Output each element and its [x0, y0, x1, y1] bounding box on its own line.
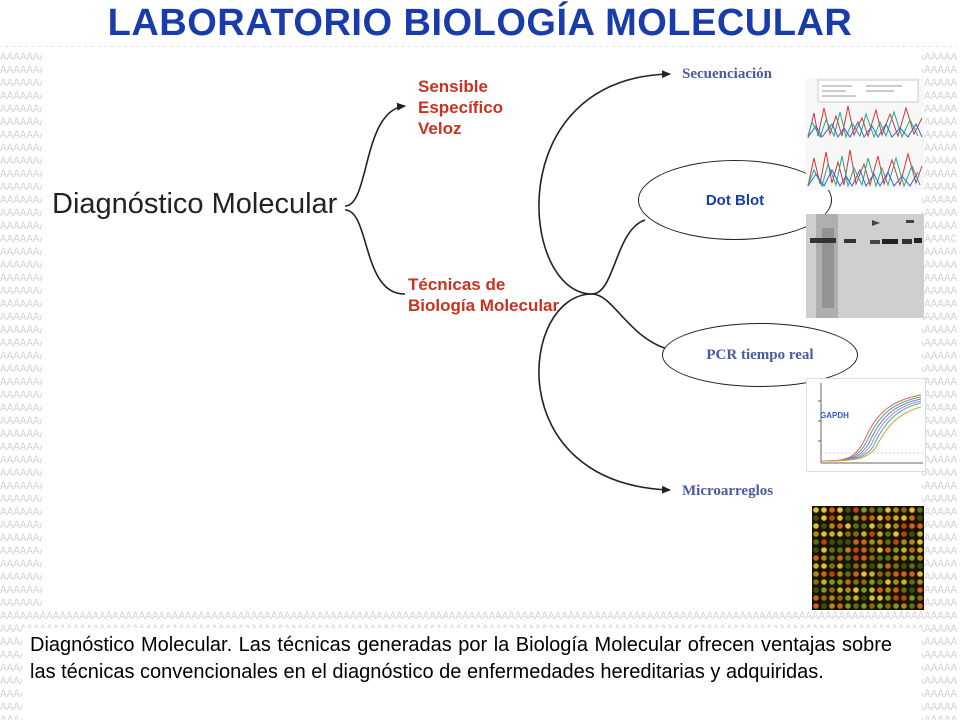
technique-pcr-tiempo-real: PCR tiempo real — [706, 346, 814, 363]
microarray-image — [812, 506, 924, 610]
advantage-veloz: Veloz — [418, 119, 462, 138]
caption-text: Diagnóstico Molecular. Las técnicas gene… — [30, 634, 892, 683]
technique-dot-blot: Dot Blot — [705, 191, 765, 209]
pcr-plot-gapdh-label: GAPDH — [820, 411, 849, 420]
pcr-oval: PCR tiempo real — [662, 323, 858, 387]
techniques-node-line1: Técnicas de — [408, 275, 506, 294]
connector-root-techniques — [344, 209, 406, 295]
techniques-node-line2: Biología Molecular — [408, 296, 560, 315]
advantage-especifico: Específico — [418, 98, 504, 117]
header: LABORATORIO BIOLOGÍA MOLECULAR — [0, 0, 960, 46]
root-node-diagnostico-molecular: Diagnóstico Molecular — [52, 188, 338, 220]
page-title: LABORATORIO BIOLOGÍA MOLECULAR — [107, 2, 853, 44]
technique-microarreglos: Microarreglos — [682, 483, 774, 499]
connector-root-advantages — [344, 102, 406, 207]
connector-techniques-dotblot — [591, 219, 646, 295]
connector-techniques-sequencing — [538, 70, 671, 295]
sequencing-chromatogram-image — [806, 78, 924, 190]
advantage-sensible: Sensible — [418, 77, 488, 96]
caption-panel: Diagnóstico Molecular. Las técnicas gene… — [22, 628, 922, 720]
dot-blot-oval: Dot Blot — [638, 160, 832, 240]
connector-techniques-microarrays — [538, 293, 671, 494]
pcr-amplification-plot-image — [806, 378, 926, 472]
dot-blot-image — [806, 214, 924, 318]
technique-secuenciacion: Secuenciación — [682, 66, 772, 82]
